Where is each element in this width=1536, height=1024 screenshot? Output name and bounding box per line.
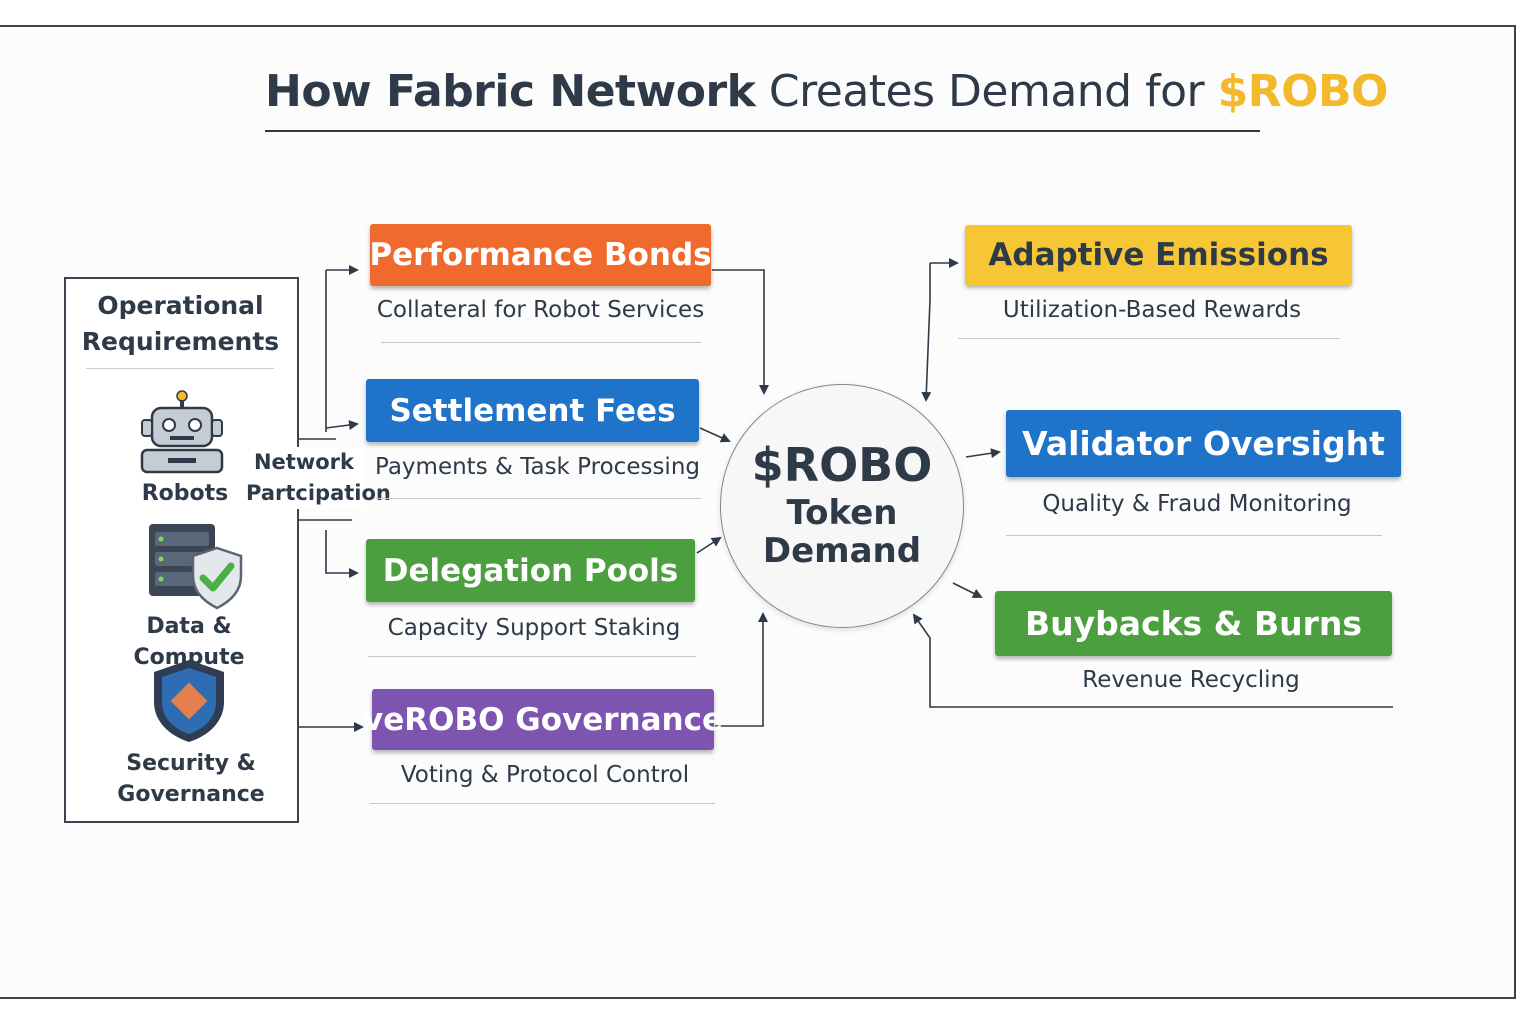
arrow-governance-to-center	[715, 612, 768, 727]
arrow-to-delegation-pools	[325, 530, 359, 578]
delegation-pools-subtitle: Capacity Support Staking	[387, 615, 681, 641]
network-label-line2: Partcipation	[246, 481, 391, 505]
token-demand-line3: Demand	[762, 531, 922, 571]
buybacks-burns-box: Buybacks & Burns	[995, 591, 1392, 656]
arrow-to-settlement-fees	[325, 420, 359, 430]
settlement-fees-box: Settlement Fees	[366, 379, 699, 442]
adaptive-emissions-box: Adaptive Emissions	[965, 225, 1352, 285]
arrow-to-buybacks-burns	[952, 582, 983, 598]
verobo-governance-subtitle: Voting & Protocol Control	[400, 762, 690, 788]
operational-requirements-title: Operational Requirements	[81, 291, 280, 356]
robot-icon	[140, 390, 224, 474]
title-part-regular: Creates Demand for	[768, 66, 1205, 117]
validator-oversight-box: Validator Oversight	[1006, 410, 1401, 477]
settlement-fees-subtitle: Payments & Task Processing	[375, 454, 700, 480]
arrow-to-validator-oversight	[965, 448, 1001, 459]
validator-oversight-divider	[1006, 535, 1382, 536]
robots-label: Robots	[141, 481, 229, 506]
arrow-emissions-to-center	[921, 299, 932, 402]
token-demand-circle	[720, 384, 964, 628]
arrow-buybacks-to-center	[912, 613, 1393, 708]
verobo-governance-divider	[370, 803, 715, 804]
network-participation-label: Network Partcipation	[246, 447, 391, 509]
delegation-pools-box: Delegation Pools	[366, 539, 695, 602]
delegation-pools-divider	[368, 656, 696, 657]
adaptive-emissions-divider	[958, 338, 1340, 339]
security-governance-label: Security & Governance	[117, 751, 265, 807]
validator-oversight-subtitle: Quality & Fraud Monitoring	[1042, 491, 1352, 517]
performance-bonds-divider	[381, 342, 701, 343]
adaptive-emissions-subtitle: Utilization-Based Rewards	[1002, 297, 1302, 323]
token-demand-symbol: $ROBO	[751, 438, 933, 492]
verobo-governance-box: veROBO Governance	[363, 689, 723, 750]
token-demand-line2: Token	[786, 493, 898, 533]
title-accent: $ROBO	[1217, 66, 1389, 117]
performance-bonds-box: Performance Bonds	[369, 224, 712, 286]
arrow-bonds-to-center	[712, 269, 769, 395]
network-label-line1: Network	[253, 450, 354, 474]
arrow-pools-to-center	[696, 536, 722, 554]
shield-icon	[154, 660, 224, 742]
settlement-fees-divider	[375, 498, 701, 499]
server-shield-icon	[149, 524, 243, 610]
title-part-bold: How Fabric Network	[265, 66, 756, 117]
requirements-divider	[86, 368, 274, 369]
performance-bonds-subtitle: Collateral for Robot Services	[376, 297, 705, 323]
page-title: How Fabric Network Creates Demand for $R…	[265, 66, 1388, 117]
buybacks-burns-subtitle: Revenue Recycling	[1082, 667, 1300, 693]
token-demand-label: Token Demand	[720, 494, 964, 570]
title-underline	[265, 130, 1260, 132]
arrow-fees-to-center	[699, 427, 731, 443]
